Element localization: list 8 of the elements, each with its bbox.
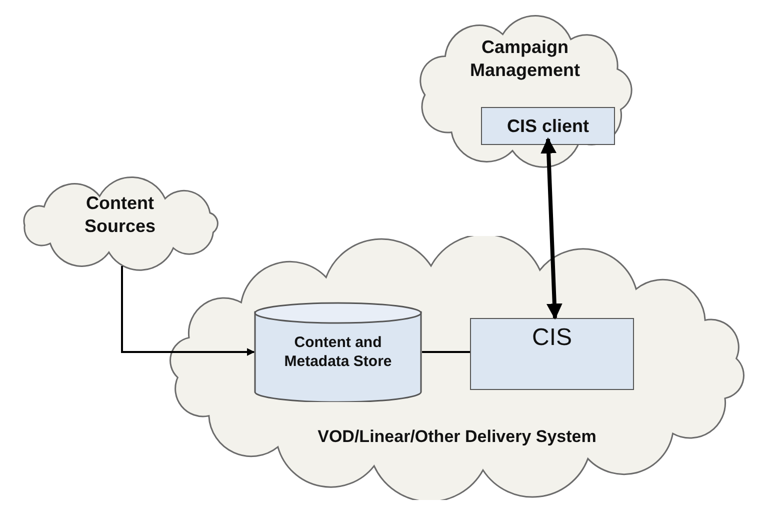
process-box: CIS [470,318,634,390]
node-label: Content Sources [83,192,157,237]
node-label: VOD/Linear/Other Delivery System [316,426,598,448]
arrow [121,266,255,356]
arrow [540,137,562,320]
node-label: Campaign Management [468,36,582,81]
node-label: Content and Metadata Store [283,334,393,372]
process-box: CIS client [481,107,615,145]
